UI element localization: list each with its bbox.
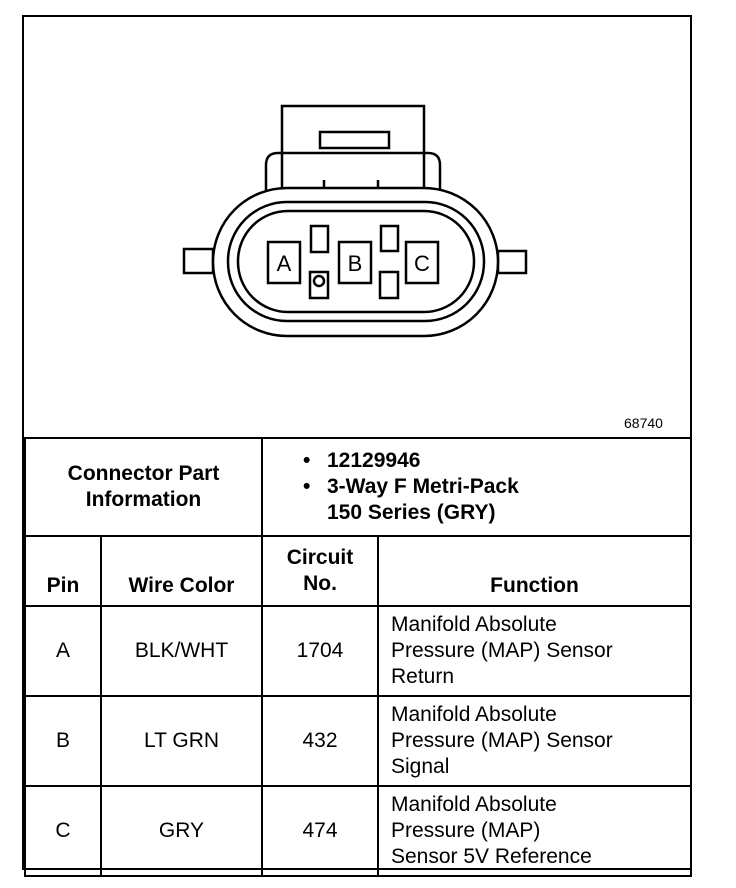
function-cell: Manifold Absolute Pressure (MAP) Sensor … xyxy=(377,605,692,697)
part-info-label: Connector Part Information xyxy=(24,437,263,537)
circuit-cell: 474 xyxy=(261,785,379,877)
wire-color-cell: LT GRN xyxy=(100,695,263,787)
table-row: C GRY 474 Manifold Absolute Pressure (MA… xyxy=(24,785,692,877)
pin-cavity-a xyxy=(266,240,302,285)
key-top-left xyxy=(309,224,330,254)
connector-diagram: A B C 68740 xyxy=(24,17,690,437)
left-ear xyxy=(182,247,215,275)
housing-face xyxy=(236,209,476,314)
figure-number: 68740 xyxy=(624,415,663,431)
pin-cell: A xyxy=(24,605,102,697)
key-bottom-right xyxy=(378,270,400,300)
table-row: B LT GRN 432 Manifold Absolute Pressure … xyxy=(24,695,692,787)
connector-sheet: A B C 68740 Connector Part Information •… xyxy=(22,15,692,877)
key-hole xyxy=(312,274,326,288)
right-ear xyxy=(496,249,528,275)
part-info-details: •12129946 •3-Way F Metri-Pack 150 Series… xyxy=(261,437,692,537)
pinout-table: Connector Part Information •12129946 •3-… xyxy=(24,437,692,877)
wire-color-cell: GRY xyxy=(100,785,263,877)
tab-slot xyxy=(318,130,391,150)
part-number: •12129946 xyxy=(303,449,421,472)
header-function: Function xyxy=(377,535,692,607)
circuit-cell: 1704 xyxy=(261,605,379,697)
wire-color-cell: BLK/WHT xyxy=(100,605,263,697)
function-cell: Manifold Absolute Pressure (MAP) Sensor … xyxy=(377,695,692,787)
header-pin: Pin xyxy=(24,535,102,607)
pin-letter-a: A xyxy=(277,251,292,276)
bullet-icon: • xyxy=(303,449,311,472)
key-top-right xyxy=(379,224,400,253)
pin-cavity-b xyxy=(337,240,373,285)
pin-letter-b: B xyxy=(348,251,363,276)
housing-inner xyxy=(226,200,486,323)
tab-shoulder xyxy=(264,151,442,192)
circuit-cell: 432 xyxy=(261,695,379,787)
connector-illustration: A B C xyxy=(182,104,528,338)
part-description: •3-Way F Metri-Pack xyxy=(303,475,519,498)
pin-letter-c: C xyxy=(414,251,430,276)
function-cell: Manifold Absolute Pressure (MAP) Sensor … xyxy=(377,785,692,877)
housing-outer xyxy=(211,186,500,338)
key-bottom-left xyxy=(308,270,330,300)
part-info-row: Connector Part Information •12129946 •3-… xyxy=(24,437,692,537)
pin-cell: B xyxy=(24,695,102,787)
bullet-icon: • xyxy=(303,475,311,498)
pin-cell: C xyxy=(24,785,102,877)
pin-cavity-c xyxy=(404,240,440,285)
header-circuit: Circuit No. xyxy=(261,535,379,607)
header-row: Pin Wire Color Circuit No. Function xyxy=(24,535,692,607)
header-wire-color: Wire Color xyxy=(100,535,263,607)
table-row: A BLK/WHT 1704 Manifold Absolute Pressur… xyxy=(24,605,692,697)
